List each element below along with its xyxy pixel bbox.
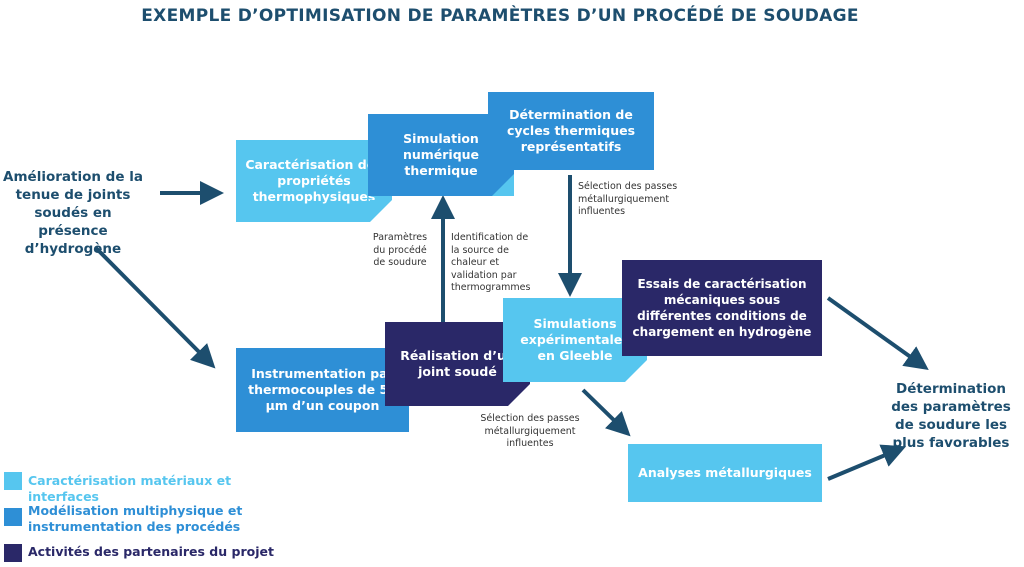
box-analyses-metallurgiques: Analyses métallurgiques	[628, 444, 822, 502]
legend: Caractérisation matériaux et interfaces …	[4, 472, 304, 562]
box-label: Essais de caractérisation mécaniques sou…	[632, 277, 812, 339]
legend-swatch-medium	[4, 508, 22, 526]
box-label: Simulation numérique thermique	[402, 131, 480, 178]
legend-label: Caractérisation matériaux et interfaces	[28, 473, 232, 504]
legend-label: Modélisation multiphysique et instrument…	[28, 503, 243, 534]
box-label: Simulations expérimentales en Gleeble	[520, 316, 630, 363]
fold-corner	[370, 200, 392, 222]
arrow-essais-to-result	[826, 296, 929, 370]
box-label: Réalisation d’un joint soudé	[400, 348, 515, 379]
arrow-input-to-instrumentation	[94, 246, 216, 369]
note-selection-passes-bottom: Sélection des passes métallurgiquement i…	[480, 413, 580, 449]
result-text: Détermination des paramètres de soudure …	[891, 381, 1011, 451]
note-selection-passes-top: Sélection des passes métallurgiquement i…	[578, 181, 678, 217]
legend-swatch-dark	[4, 544, 22, 562]
fold-corner	[508, 384, 530, 406]
page-title: EXEMPLE D’OPTIMISATION DE PARAMÈTRES D’U…	[141, 6, 859, 26]
legend-label: Activités des partenaires du projet	[28, 544, 274, 559]
input-goal-text: Amélioration de la tenue de joints soudé…	[3, 169, 143, 257]
box-caracterisation-proprietes: Caractérisation des propriétés thermophy…	[236, 140, 392, 222]
fold-corner	[492, 174, 514, 196]
box-instrumentation: Instrumentation par thermocouples de 50 …	[236, 348, 409, 432]
fold-corner	[625, 360, 647, 382]
box-essais-caracterisation: Essais de caractérisation mécaniques sou…	[622, 260, 822, 356]
box-label: Détermination de cycles thermiques repré…	[506, 107, 636, 154]
legend-swatch-light	[4, 472, 22, 490]
note-identification-source: Identification de la source de chaleur e…	[451, 232, 531, 293]
arrow-analyses-to-result	[827, 444, 907, 481]
note-parametres-procede: Paramètres du procédé de soudure	[372, 232, 428, 268]
arrow-gleeble-to-analyses	[581, 388, 631, 437]
box-label: Instrumentation par thermocouples de 50 …	[248, 366, 397, 413]
box-label: Analyses métallurgiques	[638, 465, 812, 480]
box-label: Caractérisation des propriétés thermophy…	[245, 157, 383, 204]
box-determination-cycles: Détermination de cycles thermiques repré…	[488, 92, 654, 170]
box-simulation-numerique: Simulation numérique thermique	[368, 114, 514, 196]
